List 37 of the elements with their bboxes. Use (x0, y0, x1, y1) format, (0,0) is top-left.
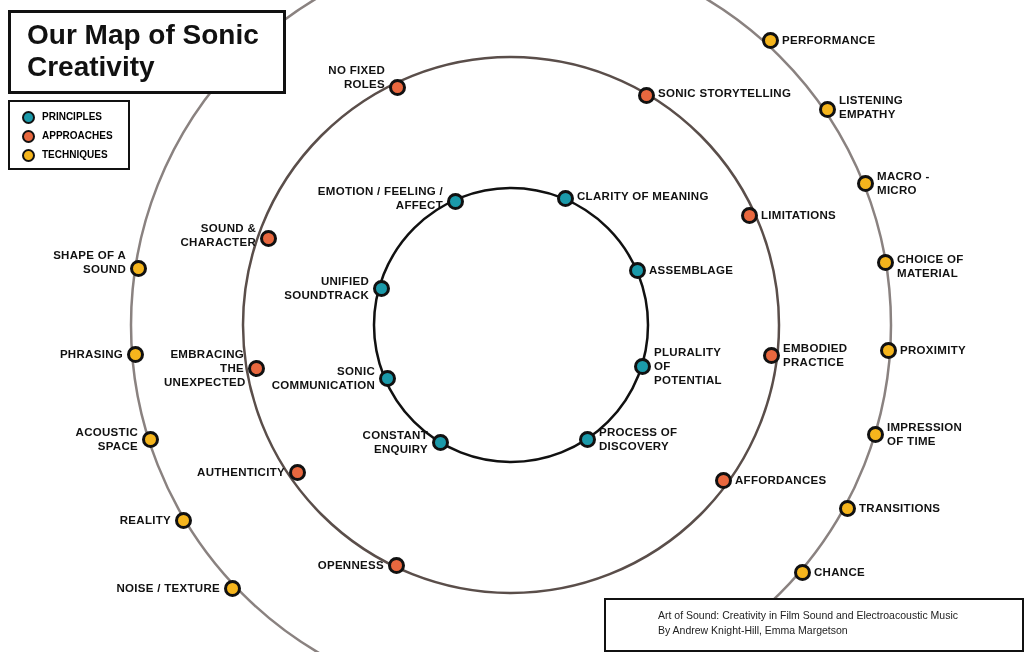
author-line: By Andrew Knight-Hill, Emma Margetson (658, 624, 848, 636)
item-label: LIMITATIONS (761, 208, 838, 222)
item-label: PERFORMANCE (782, 33, 877, 47)
item-label: NO FIXED ROLES (327, 63, 385, 91)
item-label: SONIC STORYTELLING (658, 86, 793, 100)
item-label: AFFORDANCES (735, 473, 828, 487)
item-label: PLURALITY OF POTENTIAL (654, 345, 723, 387)
item-label: SHAPE OF A SOUND (52, 248, 126, 276)
item-label: CHANCE (814, 565, 866, 579)
legend-label: APPROACHES (42, 130, 113, 142)
item-label: PROXIMITY (900, 343, 967, 357)
item-label: SOUND & CHARACTER (179, 221, 256, 249)
item-label: CHOICE OF MATERIAL (897, 252, 965, 280)
item-label: UNIFIED SOUNDTRACK (283, 274, 369, 302)
legend-label: TECHNIQUES (42, 149, 108, 161)
item-label: EMOTION / FEELING / AFFECT (316, 184, 443, 212)
item-label: LISTENING EMPATHY (839, 93, 905, 121)
item-label: EMBODIED PRACTICE (783, 341, 849, 369)
item-label: PHRASING (58, 347, 123, 361)
citation-panel (604, 598, 1024, 652)
item-label: CONSTANT ENQUIRY (361, 428, 428, 456)
item-label: PROCESS OF DISCOVERY (599, 425, 679, 453)
item-label: OPENNESS (316, 558, 384, 572)
item-label: TRANSITIONS (859, 501, 942, 515)
map-title: Our Map of Sonic Creativity (27, 19, 260, 83)
item-label: SONIC COMMUNICATION (270, 364, 375, 392)
item-label: REALITY (118, 513, 171, 527)
item-label: NOISE / TEXTURE (115, 581, 220, 595)
item-label: IMPRESSION OF TIME (887, 420, 964, 448)
legend-label: PRINCIPLES (42, 111, 102, 123)
item-label: AUTHENTICITY (196, 465, 285, 479)
item-label: ASSEMBLAGE (649, 263, 735, 277)
book-title: Art of Sound: Creativity in Film Sound and Electroacoustic Music (658, 609, 958, 621)
item-label: MACRO - MICRO (877, 169, 931, 197)
item-label: EMBRACING THE UNEXPECTED (164, 347, 244, 389)
item-label: CLARITY OF MEANING (577, 189, 710, 203)
item-label: ACOUSTIC SPACE (74, 425, 138, 453)
